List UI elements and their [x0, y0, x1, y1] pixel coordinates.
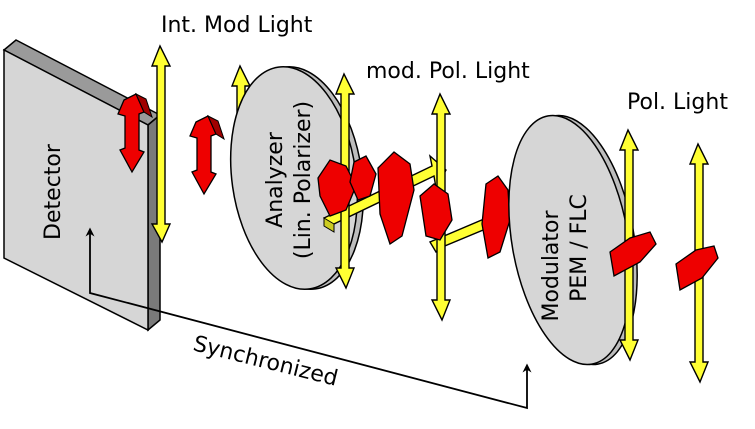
analyzer-label-line1: Analyzer: [263, 131, 288, 228]
mod-pol-red-arrow-2: [349, 155, 377, 201]
mod-pol-red-arrow-1: [317, 159, 357, 217]
modulator-label-line1: Modulator: [539, 210, 564, 322]
pol-light-red-arrow-1: [609, 231, 657, 278]
intensity-red-arrow-2: [189, 114, 225, 196]
pol-light-red-arrow-2: [675, 245, 719, 292]
mod-pol-red-arrow-4: [419, 183, 453, 241]
int-mod-light-label: Int. Mod Light: [161, 13, 313, 38]
int-mod-yellow-arrow: [150, 44, 172, 244]
detector-plate: Detector: [2, 39, 162, 332]
synchronized-label: Synchronized: [191, 332, 341, 392]
mod-pol-red-arrow-3: [377, 151, 415, 246]
mod-pol-red-arrow-5: [481, 175, 511, 259]
analyzer-disk: Analyzer (Lin. Polarizer): [229, 66, 365, 290]
analyzer-label-line2: (Lin. Polarizer): [291, 101, 316, 259]
modulator-disk: Modulator PEM / FLC: [508, 114, 638, 366]
pol-light-label: Pol. Light: [627, 90, 728, 115]
intensity-red-arrow-1: [117, 92, 153, 174]
detector-label: Detector: [41, 143, 66, 240]
mod-pol-light-label: mod. Pol. Light: [366, 59, 530, 84]
modulator-label-line2: PEM / FLC: [567, 194, 592, 302]
